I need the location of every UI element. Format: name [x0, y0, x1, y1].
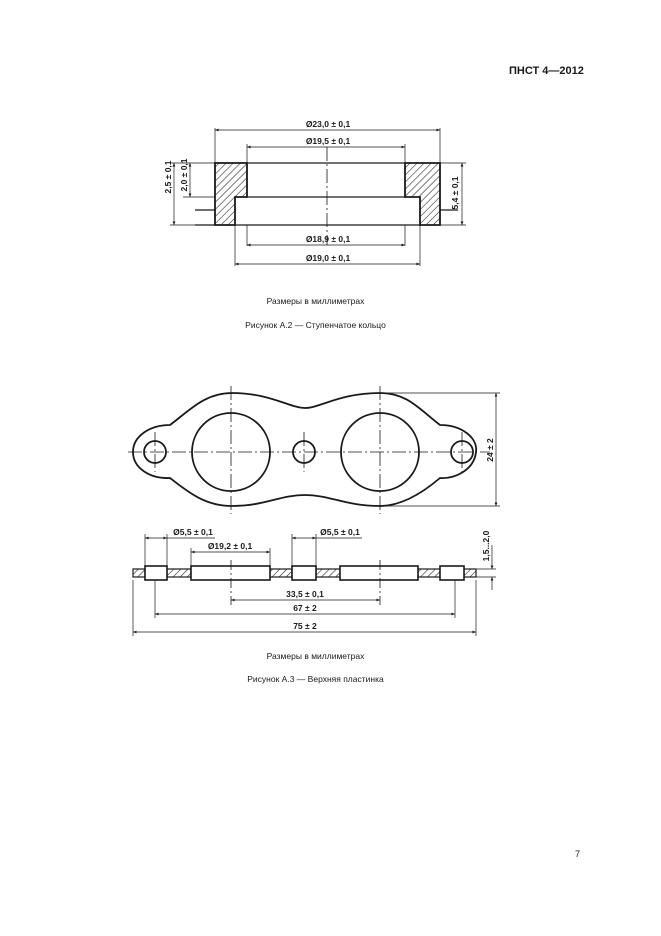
dim-total-length: 75 ± 2	[293, 621, 317, 631]
figure-a3-caption: Рисунок А.3 — Верхняя пластинка	[247, 674, 384, 684]
figure-a3-units-note: Размеры в миллиметрах	[266, 651, 365, 661]
figure-a2-caption: Рисунок А.2 — Ступенчатое кольцо	[245, 320, 386, 330]
dim-height-flange: 2,0 ± 0,1	[179, 158, 189, 191]
dim-inner-top: Ø19,5 ± 0,1	[306, 136, 351, 146]
document-code: ПНСТ 4—2012	[509, 65, 584, 77]
dim-hole-small-left: Ø5,5 ± 0,1	[173, 527, 213, 537]
dim-thickness: 1,5...2,0	[481, 530, 491, 561]
plate-outline	[132, 392, 477, 507]
dim-plate-height: 24 ± 2	[485, 438, 495, 462]
figure-a2-drawing	[170, 128, 466, 266]
dim-outer-top: Ø23,0 ± 0,1	[306, 119, 351, 129]
dim-center-distance: 33,5 ± 0,1	[286, 589, 324, 599]
figure-a3-section-view	[132, 534, 496, 636]
figure-a3-section-dimensions: Ø5,5 ± 0,1 Ø19,2 ± 0,1 Ø5,5 ± 0,1 33,5 ±…	[173, 527, 491, 631]
dim-inner-bottom: Ø18,9 ± 0,1	[306, 234, 351, 244]
dim-hole-distance: 67 ± 2	[293, 603, 317, 613]
dim-height-total: 2,5 ± 0,1	[163, 160, 173, 193]
ring-left-section	[214, 162, 248, 226]
figure-a3-plan-view	[128, 386, 500, 514]
page-number: 7	[575, 849, 581, 859]
figure-a2-dimensions: Ø23,0 ± 0,1 Ø19,5 ± 0,1 Ø18,9 ± 0,1 Ø19,…	[163, 119, 460, 263]
dim-hole-large: Ø19,2 ± 0,1	[208, 541, 253, 551]
dim-hole-small-mid: Ø5,5 ± 0,1	[320, 527, 360, 537]
dim-outer-bottom: Ø19,0 ± 0,1	[306, 253, 351, 263]
dim-height-right: 5,4 ± 0,1	[450, 176, 460, 209]
ring-right-section	[404, 162, 441, 226]
figure-a2-units-note: Размеры в миллиметрах	[266, 296, 365, 306]
